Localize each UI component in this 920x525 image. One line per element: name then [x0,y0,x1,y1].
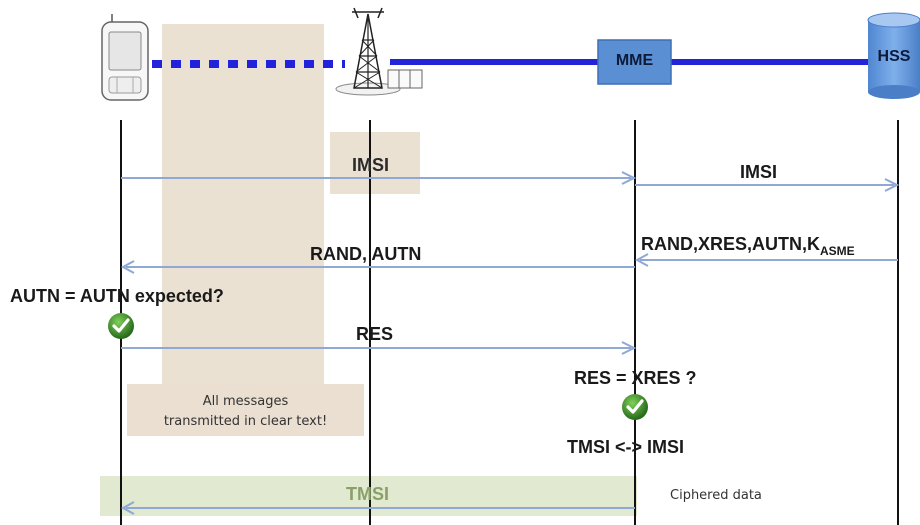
auth-vector-subscript: ASME [820,244,855,258]
mme-node [597,39,672,85]
arrowhead-imsi-ue-to-mme [621,171,637,185]
arrowhead-imsi-mme-to-hss [884,178,900,192]
clear-text-note-line2: transmitted in clear text! [163,414,328,429]
imsi-ue-label: IMSI [352,155,390,175]
check-icon-mme [622,394,648,420]
clear-text-note: All messages transmitted in clear text! [127,392,364,432]
hss-database-icon [867,12,920,99]
arrowhead-rand-autn [120,260,135,274]
phone-icon [101,14,149,101]
mme-label: MME [615,52,654,69]
tmsi-mapping-label: TMSI <-> IMSI [567,437,685,457]
ciphered-data-note: Ciphered data [670,488,762,503]
imsi-label-box [330,132,420,194]
arrowhead-tmsi [120,501,135,515]
hss-label: HSS [877,48,911,65]
clear-text-note-box [127,384,364,436]
arrowhead-av-hss-to-mme [634,253,649,267]
auth-vector-main: RAND,XRES,AUTN,K [641,234,821,254]
res-check-label: RES = XRES ? [574,368,697,388]
arrowhead-res [621,341,637,355]
ciphered-zone [100,476,637,516]
check-icon-ue [108,313,134,339]
clear-text-note-line1: All messages [202,394,289,409]
rand-autn-label: RAND, AUTN [310,244,422,264]
clear-text-zone [162,24,324,384]
auth-vector-label: RAND,XRES,AUTN,KASME [641,234,855,258]
tmsi-label: TMSI [346,484,389,504]
res-label: RES [356,324,394,344]
imsi-hss-label: IMSI [740,162,778,182]
tower-icon [335,7,423,96]
autn-check-label: AUTN = AUTN expected? [10,286,224,306]
